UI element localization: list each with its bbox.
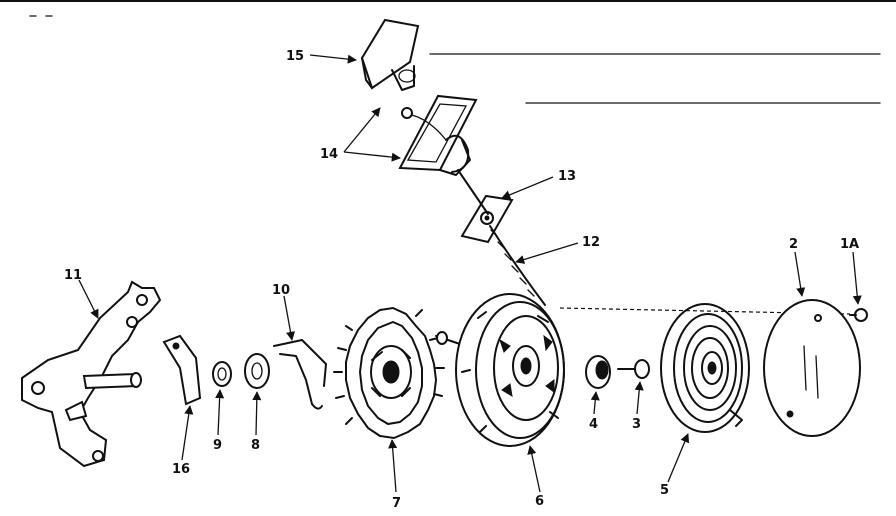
- callout-6: 6: [535, 494, 544, 509]
- part-13-cable-plate: [460, 194, 514, 244]
- callout-8: 8: [251, 438, 260, 453]
- callout-15: 15: [286, 49, 304, 64]
- callout-7: 7: [392, 496, 401, 511]
- callout-13: 13: [558, 169, 576, 184]
- part-4-bushing: [585, 355, 611, 389]
- callout-12: 12: [582, 235, 600, 250]
- callout-5: 5: [660, 483, 669, 498]
- part-8-washer: [244, 353, 270, 389]
- callout-14: 14: [320, 147, 338, 162]
- part-14-handle-frame: [398, 94, 478, 176]
- part-3-screw: [617, 359, 650, 379]
- callout-10: 10: [272, 283, 290, 298]
- callout-11: 11: [64, 268, 82, 283]
- part-11-mounting-bracket: [21, 280, 162, 468]
- callout-16: 16: [172, 462, 190, 477]
- page-rules: [0, 0, 896, 104]
- callout-4: 4: [589, 417, 598, 432]
- part-7-ratchet-gear: [333, 306, 445, 440]
- callout-labels: 15 14 13 12 11 10 2 1A 16 9 8 4 3 7 6 5: [64, 49, 859, 511]
- callout-1a: 1A: [840, 237, 859, 252]
- part-15-handle-grip: [360, 18, 420, 91]
- part-10-brake-spring: [273, 339, 327, 410]
- part-16-pawl: [162, 334, 202, 406]
- part-12-starter-rope: [457, 169, 546, 306]
- callout-3: 3: [632, 417, 641, 432]
- part-2-cover: [763, 299, 861, 437]
- part-6-pulley: [455, 293, 565, 447]
- part-1a-screw: [849, 308, 868, 322]
- callout-2: 2: [789, 237, 798, 252]
- part-5-spring-housing: [660, 303, 750, 433]
- leader-lines: [78, 54, 862, 493]
- callout-9: 9: [213, 438, 222, 453]
- part-9-retainer-ring: [212, 361, 232, 387]
